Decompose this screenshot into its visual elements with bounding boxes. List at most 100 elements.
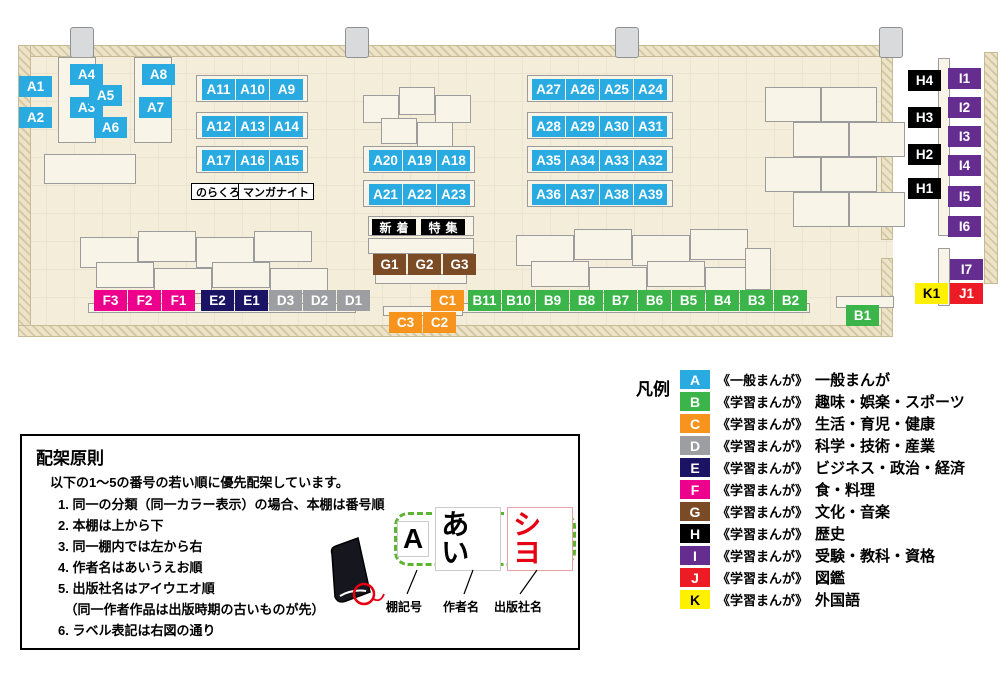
legend-scope: 《学習まんが》 [717,593,809,608]
shelf-label-f2: F2 [128,290,161,311]
legend-category: 外国語 [815,592,861,609]
shelf-label-b10: B10 [502,290,535,311]
shelf-label-i2: I2 [948,97,981,118]
legend-category: 歴史 [815,526,846,543]
shelf-label-a5: A5 [89,85,122,106]
shelf-label-b1: B1 [846,305,879,326]
shelf-label-a7: A7 [139,97,172,118]
legend-item-a: A《一般まんが》一般まんが [680,370,998,389]
legend-scope: 《学習まんが》 [717,505,809,520]
shelf-label-h4: H4 [908,70,941,91]
legend-scope: 《一般まんが》 [717,373,809,388]
shelf-label-h2: H2 [908,144,941,165]
legend-scope: 《学習まんが》 [717,417,809,432]
legend-item-e: E《学習まんが》ビジネス・政治・経済 [680,458,998,477]
legend-swatch-b: B [680,392,710,411]
shelf-label-i6: I6 [948,216,981,237]
legend-item-i: I《学習まんが》受験・教科・資格 [680,546,998,565]
shelf-label-e2: E2 [201,290,234,311]
bookshelf [765,157,821,192]
bookshelf [399,87,435,115]
shelf-label-h3: H3 [908,107,941,128]
legend-item-d: D 《学習まんが》科学・技術・産業 [680,436,998,455]
legend-scope: 《学習まんが》 [717,395,809,410]
shelf-label-a27: A27 [532,79,565,100]
shelf-label-a16: A16 [236,150,269,171]
shelf-label-b9: B9 [536,290,569,311]
label-example: A あい シヨ [394,507,576,571]
shelf-label-a37: A37 [566,184,599,205]
shelf-label-g2: G2 [408,254,441,275]
legend-scope: 《学習まんが》 [717,439,809,454]
label-shelf-code: A [397,521,430,557]
bookshelf [375,274,467,284]
legend-item-h: H《学習まんが》歴史 [680,524,998,543]
bookshelf [531,261,589,287]
label-publisher: シヨ [507,507,573,571]
legend-scope: 《学習まんが》 [717,549,809,564]
shelf-label-e1: E1 [235,290,268,311]
shelf-label-a12: A12 [202,116,235,137]
shelf-label-a28: A28 [532,116,565,137]
shelf-label-a18: A18 [437,150,470,171]
legend-swatch-e: E [680,458,710,477]
shelf-label-a21: A21 [369,184,402,205]
shelf-label-c2: C2 [423,312,456,333]
bookshelf [96,262,154,288]
shelf-label-d3: D3 [269,290,302,311]
shelf-label-b6: B6 [638,290,671,311]
shelf-label-a36: A36 [532,184,565,205]
bookshelf [690,229,748,260]
shelf-label-a25: A25 [600,79,633,100]
legend-scope: 《学習まんが》 [717,461,809,476]
rule-line: （同一作者作品は出版時期の古いものが先） [58,602,325,617]
legend-item-j: J《学習まんが》図鑑 [680,568,998,587]
rule-line: 3. 同一棚内では左から右 [58,539,203,554]
bookshelf [647,261,705,287]
sign-label: のらくろ [191,183,245,200]
shelf-label-h1: H1 [908,178,941,199]
pillar [345,27,369,58]
principles-title: 配架原則 [36,449,104,468]
shelf-label-a29: A29 [566,116,599,137]
shelf-label-a19: A19 [403,150,436,171]
legend-category: 文化・音楽 [815,504,891,521]
shelf-label-b7: B7 [604,290,637,311]
shelf-label-a35: A35 [532,150,565,171]
shelf-label-b3: B3 [740,290,773,311]
shelf-label-c3: C3 [389,312,422,333]
shelf-label-a17: A17 [202,150,235,171]
shelf-label-a32: A32 [634,150,667,171]
shelf-label-i3: I3 [948,126,981,147]
shelf-label-i7: I7 [950,259,983,280]
legend-item-c: C《学習まんが》生活・育児・健康 [680,414,998,433]
legend-category: 科学・技術・産業 [815,438,936,455]
shelf-label-a15: A15 [270,150,303,171]
label-author: あい [435,507,502,571]
shelf-label-a8: A8 [142,64,175,85]
shelf-label-b5: B5 [672,290,705,311]
legend-swatch-c: C [680,414,710,433]
rule-line: 5. 出版社名はアイウエオ順 [58,581,215,596]
shelf-label-i5: I5 [948,186,981,207]
shelf-label-a22: A22 [403,184,436,205]
legend-swatch-d: D [680,436,710,455]
wall-segment [18,45,893,57]
legend-category: 食・料理 [815,482,876,499]
shelf-label-a6: A6 [94,117,127,138]
bookshelf [154,268,212,294]
legend-swatch-h: H [680,524,710,543]
wall-segment [984,52,998,284]
legend-item-b: B 《学習まんが》趣味・娯楽・スポーツ [680,392,998,411]
pillar [70,27,94,58]
legend-swatch-i: I [680,546,710,565]
rule-line: 1. 同一の分類（同一カラー表示）の場合、本棚は番号順 [58,497,385,512]
legend-swatch-f: F [680,480,710,499]
shelf-label-f3: F3 [94,290,127,311]
shelf-label-b11: B11 [468,290,501,311]
shelf-label-a11: A11 [202,79,235,100]
legend-category: 趣味・娯楽・スポーツ [815,394,965,411]
shelf-label-a38: A38 [600,184,633,205]
